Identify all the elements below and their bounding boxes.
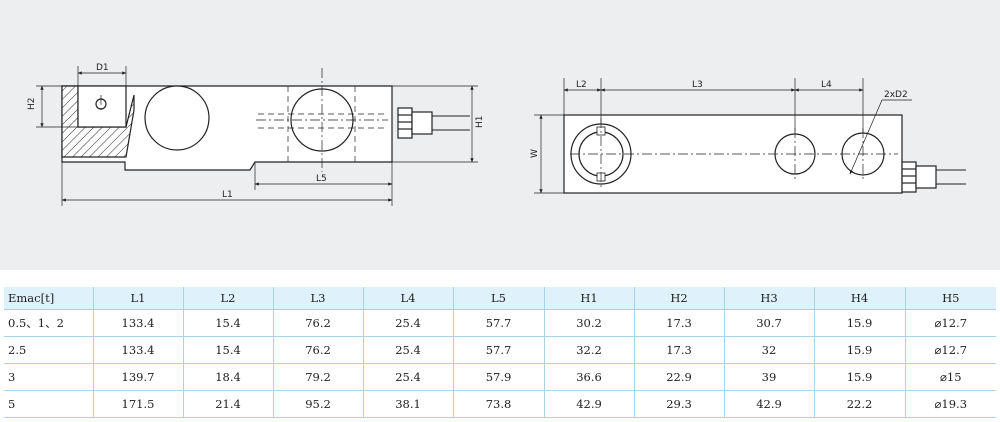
table-row: 2.5 133.4 15.4 76.2 25.4 57.7 32.2 17.3 … [4,336,996,364]
table-cell: 171.5 [92,390,183,418]
table-cell: 38.1 [362,390,453,418]
dim-label-d2: 2xD2 [884,90,908,100]
table-cell: 57.7 [452,309,544,337]
table-cell: 22.9 [633,363,724,391]
specification-table: Emac[t] L1 L2 L3 L4 L5 H1 H2 H3 H4 H5 0.… [4,287,996,418]
header-cell-l4: L4 [362,287,453,310]
dim-label-l5: L5 [316,174,327,184]
technical-drawing: D1 H2 H1 L5 L1 [0,0,1000,270]
table-cell: 29.3 [633,390,724,418]
table-cell: 30.2 [543,309,634,337]
cable-connector [397,107,413,139]
dim-label-l2: L2 [576,80,587,90]
side-hole-left [144,85,210,151]
table-cell: ⌀12.7 [904,336,996,364]
table-cell: ⌀12.7 [904,309,996,337]
load-cell-drawing-svg: D1 H2 H1 L5 L1 [27,63,966,206]
table-row: 5 171.5 21.4 95.2 38.1 73.8 42.9 29.3 42… [4,390,996,418]
table-header-row: Emac[t] L1 L2 L3 L4 L5 H1 H2 H3 H4 H5 [4,287,996,310]
table-row: 3 139.7 18.4 79.2 25.4 57.9 36.6 22.9 39… [4,363,996,391]
header-cell-h3: H3 [723,287,814,310]
header-cell-l2: L2 [182,287,273,310]
top-cable-connector [901,161,917,193]
table-cell: 22.2 [813,390,905,418]
table-cell: ⌀19.3 [904,390,996,418]
dim-label-l3: L3 [692,80,703,90]
table-cell: 133.4 [92,336,183,364]
table-cell: 21.4 [182,390,273,418]
table-cell: 15.9 [813,363,905,391]
table-cell: 79.2 [272,363,363,391]
top-view [534,78,966,194]
table-cell: 17.3 [633,336,724,364]
table-cell: 32.2 [543,336,634,364]
table-cell: 5 [4,390,93,418]
table-cell: 36.6 [543,363,634,391]
header-cell-l5: L5 [452,287,544,310]
table-cell: ⌀15 [904,363,996,391]
table-cell: 76.2 [272,336,363,364]
side-view [36,66,478,206]
table-cell: 25.4 [362,363,453,391]
table-cell: 15.9 [813,336,905,364]
dim-label-l1: L1 [222,190,233,200]
table-cell: 2.5 [4,336,93,364]
dim-label-w: W [530,149,540,158]
table-cell: 39 [723,363,814,391]
header-cell-h5: H5 [904,287,996,310]
table-cell: 42.9 [723,390,814,418]
table-cell: 133.4 [92,309,183,337]
table-cell: 18.4 [182,363,273,391]
dim-label-d1: D1 [96,63,109,73]
dim-label-h1: H1 [475,116,485,129]
table-cell: 32 [723,336,814,364]
table-cell: 25.4 [362,336,453,364]
table-cell: 95.2 [272,390,363,418]
table-cell: 30.7 [723,309,814,337]
dim-label-l4: L4 [821,80,832,90]
side-center-lines [100,68,388,172]
table-cell: 57.9 [452,363,544,391]
table-cell: 17.3 [633,309,724,337]
table-cell: 25.4 [362,309,453,337]
top-center-lines [570,118,898,190]
table-cell: 15.9 [813,309,905,337]
header-cell-h1: H1 [543,287,634,310]
dim-label-h2: H2 [27,98,37,111]
header-cell-h2: H2 [633,287,724,310]
table-cell: 15.4 [182,309,273,337]
mounting-pocket [77,85,127,128]
table-cell: 139.7 [92,363,183,391]
table-cell: 73.8 [452,390,544,418]
table-cell: 42.9 [543,390,634,418]
header-cell-emac: Emac[t] [4,287,93,310]
table-cell: 0.5、1、2 [4,309,93,337]
table-cell: 76.2 [272,309,363,337]
table-row: 0.5、1、2 133.4 15.4 76.2 25.4 57.7 30.2 1… [4,309,996,337]
table-cell: 15.4 [182,336,273,364]
header-cell-l1: L1 [92,287,183,310]
header-cell-h4: H4 [813,287,905,310]
table-cell: 57.7 [452,336,544,364]
header-cell-l3: L3 [272,287,363,310]
table-cell: 3 [4,363,93,391]
